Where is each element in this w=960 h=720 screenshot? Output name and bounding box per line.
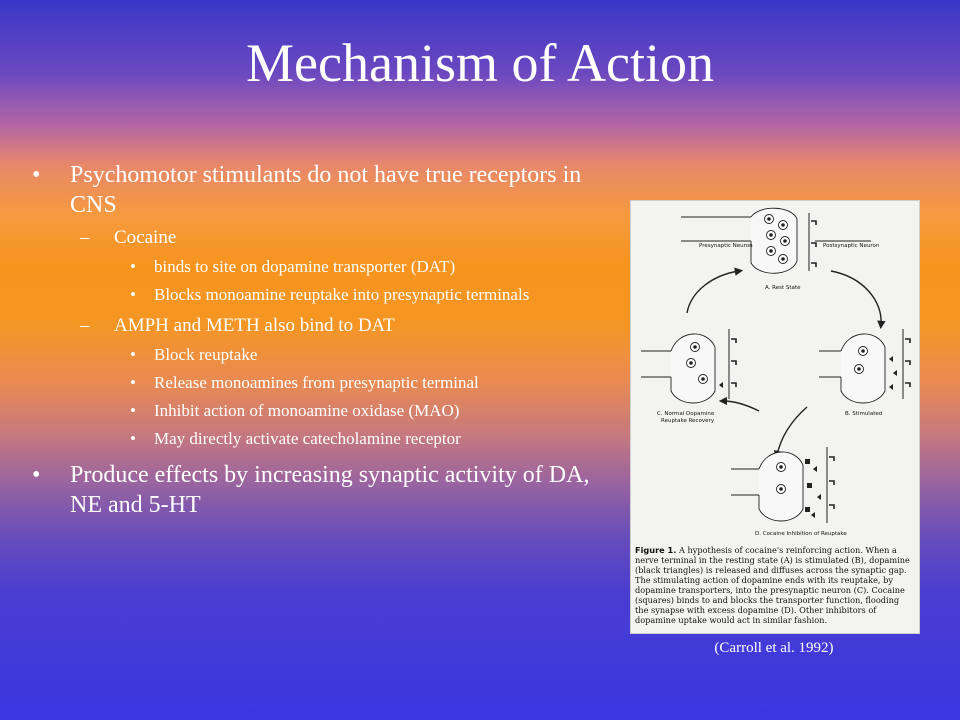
arrow-c-to-a (686, 267, 744, 314)
detail-text: May directly activate catecholamine rece… (154, 429, 461, 448)
label-rest-state: A. Rest State (765, 285, 801, 291)
detail-item: • May directly activate catecholamine re… (32, 428, 592, 450)
bullet-dot: • (130, 345, 136, 364)
terminal-cocaine-inhibition (731, 447, 835, 523)
detail-text: binds to site on dopamine transporter (D… (154, 257, 456, 276)
bullet-psychomotor: • Psychomotor stimulants do not have tru… (32, 160, 592, 220)
label-presynaptic: Presynaptic Neuron (699, 243, 753, 249)
arrow-d-to-c (718, 396, 760, 412)
terminal-normal-reuptake (641, 329, 737, 404)
sub-bullet-text: AMPH and METH also bind to DAT (114, 315, 395, 336)
bullet-dot: • (130, 373, 136, 392)
label-postsynaptic: Postsynaptic Neuron (823, 243, 880, 249)
slide-content: • Psychomotor stimulants do not have tru… (32, 160, 592, 520)
bullet-text: Produce effects by increasing synaptic a… (70, 462, 590, 518)
bullet-dot: • (130, 285, 136, 304)
detail-text: Blocks monoamine reuptake into presynapt… (154, 285, 530, 304)
bullet-dot: • (32, 162, 41, 188)
detail-item: • binds to site on dopamine transporter … (32, 256, 592, 278)
detail-item: • Blocks monoamine reuptake into presyna… (32, 284, 592, 306)
terminal-stimulated (819, 329, 911, 404)
arrow-b-to-d (773, 406, 808, 460)
detail-text: Release monoamines from presynaptic term… (154, 373, 479, 392)
terminal-rest-state (681, 207, 871, 274)
detail-text: Inhibit action of monoamine oxidase (MAO… (154, 401, 460, 420)
dash-marker: – (80, 315, 90, 336)
dash-marker: – (80, 227, 90, 248)
bullet-dot: • (32, 462, 41, 488)
figure-credit: (Carroll et al. 1992) (714, 640, 834, 656)
detail-item: • Release monoamines from presynaptic te… (32, 372, 592, 394)
arrow-a-to-b (830, 270, 886, 330)
detail-item: • Inhibit action of monoamine oxidase (M… (32, 400, 592, 422)
label-normal-reuptake-2: Reuptake Recovery (661, 418, 715, 424)
label-stimulated: B. Stimulated (845, 411, 882, 417)
detail-item: • Block reuptake (32, 344, 592, 366)
figure-panel: Presynaptic Neuron Postsynaptic Neuron A… (630, 200, 920, 634)
bullet-dot: • (130, 401, 136, 420)
bullet-effects: • Produce effects by increasing synaptic… (32, 460, 592, 520)
sub-bullet-amph: – AMPH and METH also bind to DAT (32, 314, 592, 338)
caption-title: Figure 1. (635, 545, 677, 555)
synapse-diagram: Presynaptic Neuron Postsynaptic Neuron A… (641, 207, 911, 537)
label-normal-reuptake: C. Normal Dopamine (657, 411, 715, 417)
detail-text: Block reuptake (154, 345, 258, 364)
bullet-dot: • (130, 257, 136, 276)
caption-text: A hypothesis of cocaine's reinforcing ac… (635, 545, 910, 625)
bullet-dot: • (130, 429, 136, 448)
label-cocaine-inhibition: D. Cocaine Inhibition of Reuptake (755, 531, 847, 537)
sub-bullet-text: Cocaine (114, 227, 177, 248)
bullet-text: Psychomotor stimulants do not have true … (70, 162, 582, 218)
slide-title: Mechanism of Action (246, 33, 714, 93)
sub-bullet-cocaine: – Cocaine (32, 226, 592, 250)
figure-caption: Figure 1. A hypothesis of cocaine's rein… (635, 545, 915, 625)
